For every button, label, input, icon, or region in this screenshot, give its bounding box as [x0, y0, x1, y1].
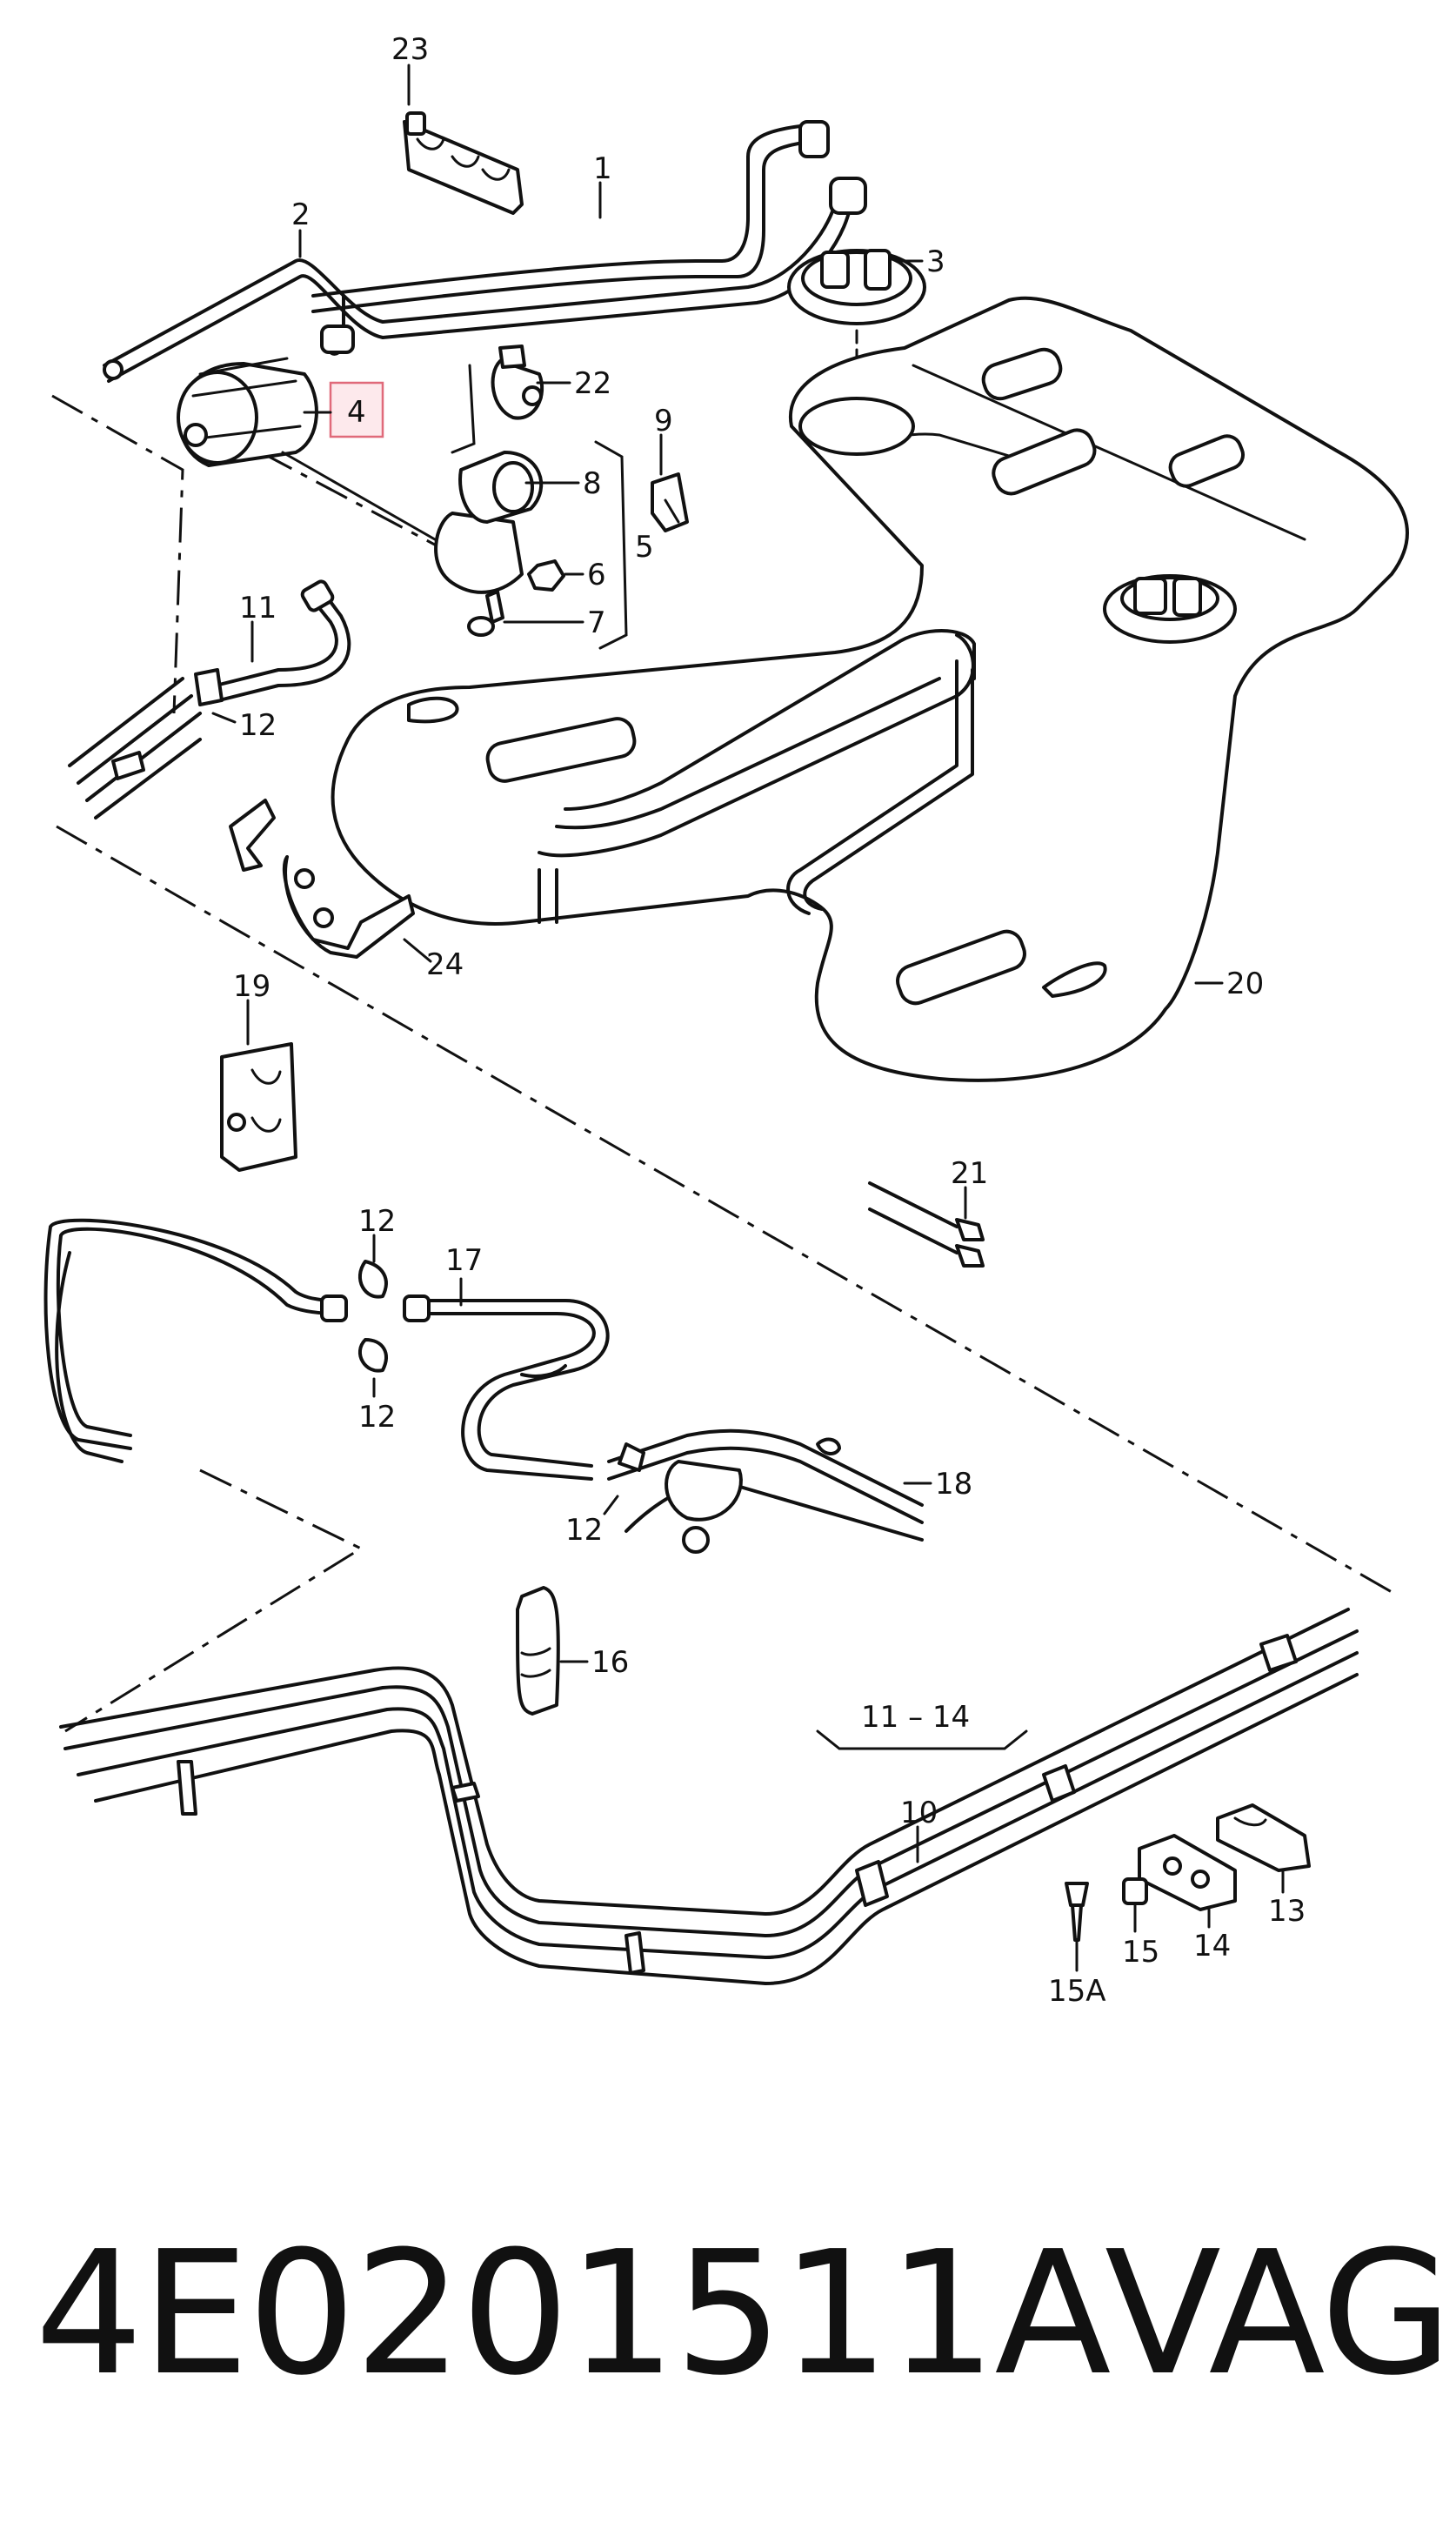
callout-22: 22: [574, 366, 611, 401]
callout-labels: 23 1 2 3 22 4 9 8 5 6 7 11 12 24 20 19 2…: [233, 32, 1306, 2009]
callout-3: 3: [926, 244, 945, 279]
part-number: 4E0201511A: [35, 2215, 1112, 2413]
grommet-16: [516, 1586, 560, 1716]
callout-2: 2: [291, 197, 311, 232]
pipe-bundle-10: [59, 1608, 1359, 1985]
clamp-8: [434, 451, 544, 594]
vent-hose-2: [103, 177, 867, 383]
fuel-lines-17: [43, 1218, 610, 1481]
callout-6: 6: [587, 558, 606, 592]
fuel-sender-3: [787, 249, 926, 393]
pipe-bundle-18: [607, 1428, 924, 1554]
callout-8: 8: [583, 466, 602, 501]
callout-10: 10: [900, 1796, 938, 1830]
highlight-box: [329, 381, 384, 438]
callout-17: 17: [445, 1243, 483, 1278]
bracket-5-leader: [594, 440, 628, 650]
callout-5: 5: [635, 530, 654, 565]
callout-12a: 12: [239, 708, 277, 743]
bracket-24: [229, 799, 415, 959]
callout-13: 13: [1268, 1894, 1306, 1929]
pipe-bundle-upper: [68, 677, 202, 819]
line-connector-21: [868, 1181, 985, 1268]
part-caption: 4E0201511A VAG: [35, 2215, 1453, 2413]
leader-lines: [211, 64, 1285, 1972]
callout-9: 9: [654, 404, 673, 438]
clip-9: [651, 472, 689, 532]
callout-12d: 12: [565, 1513, 603, 1548]
fuel-tank-20: [331, 296, 1409, 1082]
callout-23: 23: [391, 32, 429, 67]
clip-19: [220, 1042, 297, 1172]
callout-4: 4: [347, 395, 366, 430]
callout-11-14: 11 – 14: [861, 1700, 970, 1735]
callout-20: 20: [1226, 967, 1264, 1001]
bolt-15a: [1065, 1882, 1089, 1942]
callout-15: 15: [1122, 1935, 1159, 1970]
callout-1: 1: [593, 151, 612, 186]
callout-19: 19: [233, 969, 270, 1004]
bolt-7: [467, 590, 504, 637]
callout-14: 14: [1193, 1929, 1231, 1963]
callout-12b: 12: [358, 1204, 396, 1239]
callout-24: 24: [426, 947, 464, 982]
callout-15a: 15A: [1048, 1974, 1106, 2009]
callout-7: 7: [587, 605, 606, 640]
nut-15: [1122, 1877, 1148, 1905]
nut-6: [527, 559, 565, 592]
callout-21: 21: [951, 1156, 988, 1191]
fuel-filter-4: [177, 357, 437, 541]
clip-14: [1138, 1834, 1237, 1911]
clip-13: [1216, 1803, 1311, 1872]
callout-18: 18: [935, 1467, 972, 1502]
vent-hose-1: [311, 120, 830, 313]
brand-name: VAG: [1105, 2215, 1453, 2413]
bracket-22: [451, 345, 544, 454]
hose-11: [194, 579, 351, 706]
callout-12c: 12: [358, 1400, 396, 1435]
callout-16: 16: [591, 1645, 629, 1680]
hose-clip-23: [403, 111, 524, 215]
callout-11: 11: [239, 591, 277, 625]
